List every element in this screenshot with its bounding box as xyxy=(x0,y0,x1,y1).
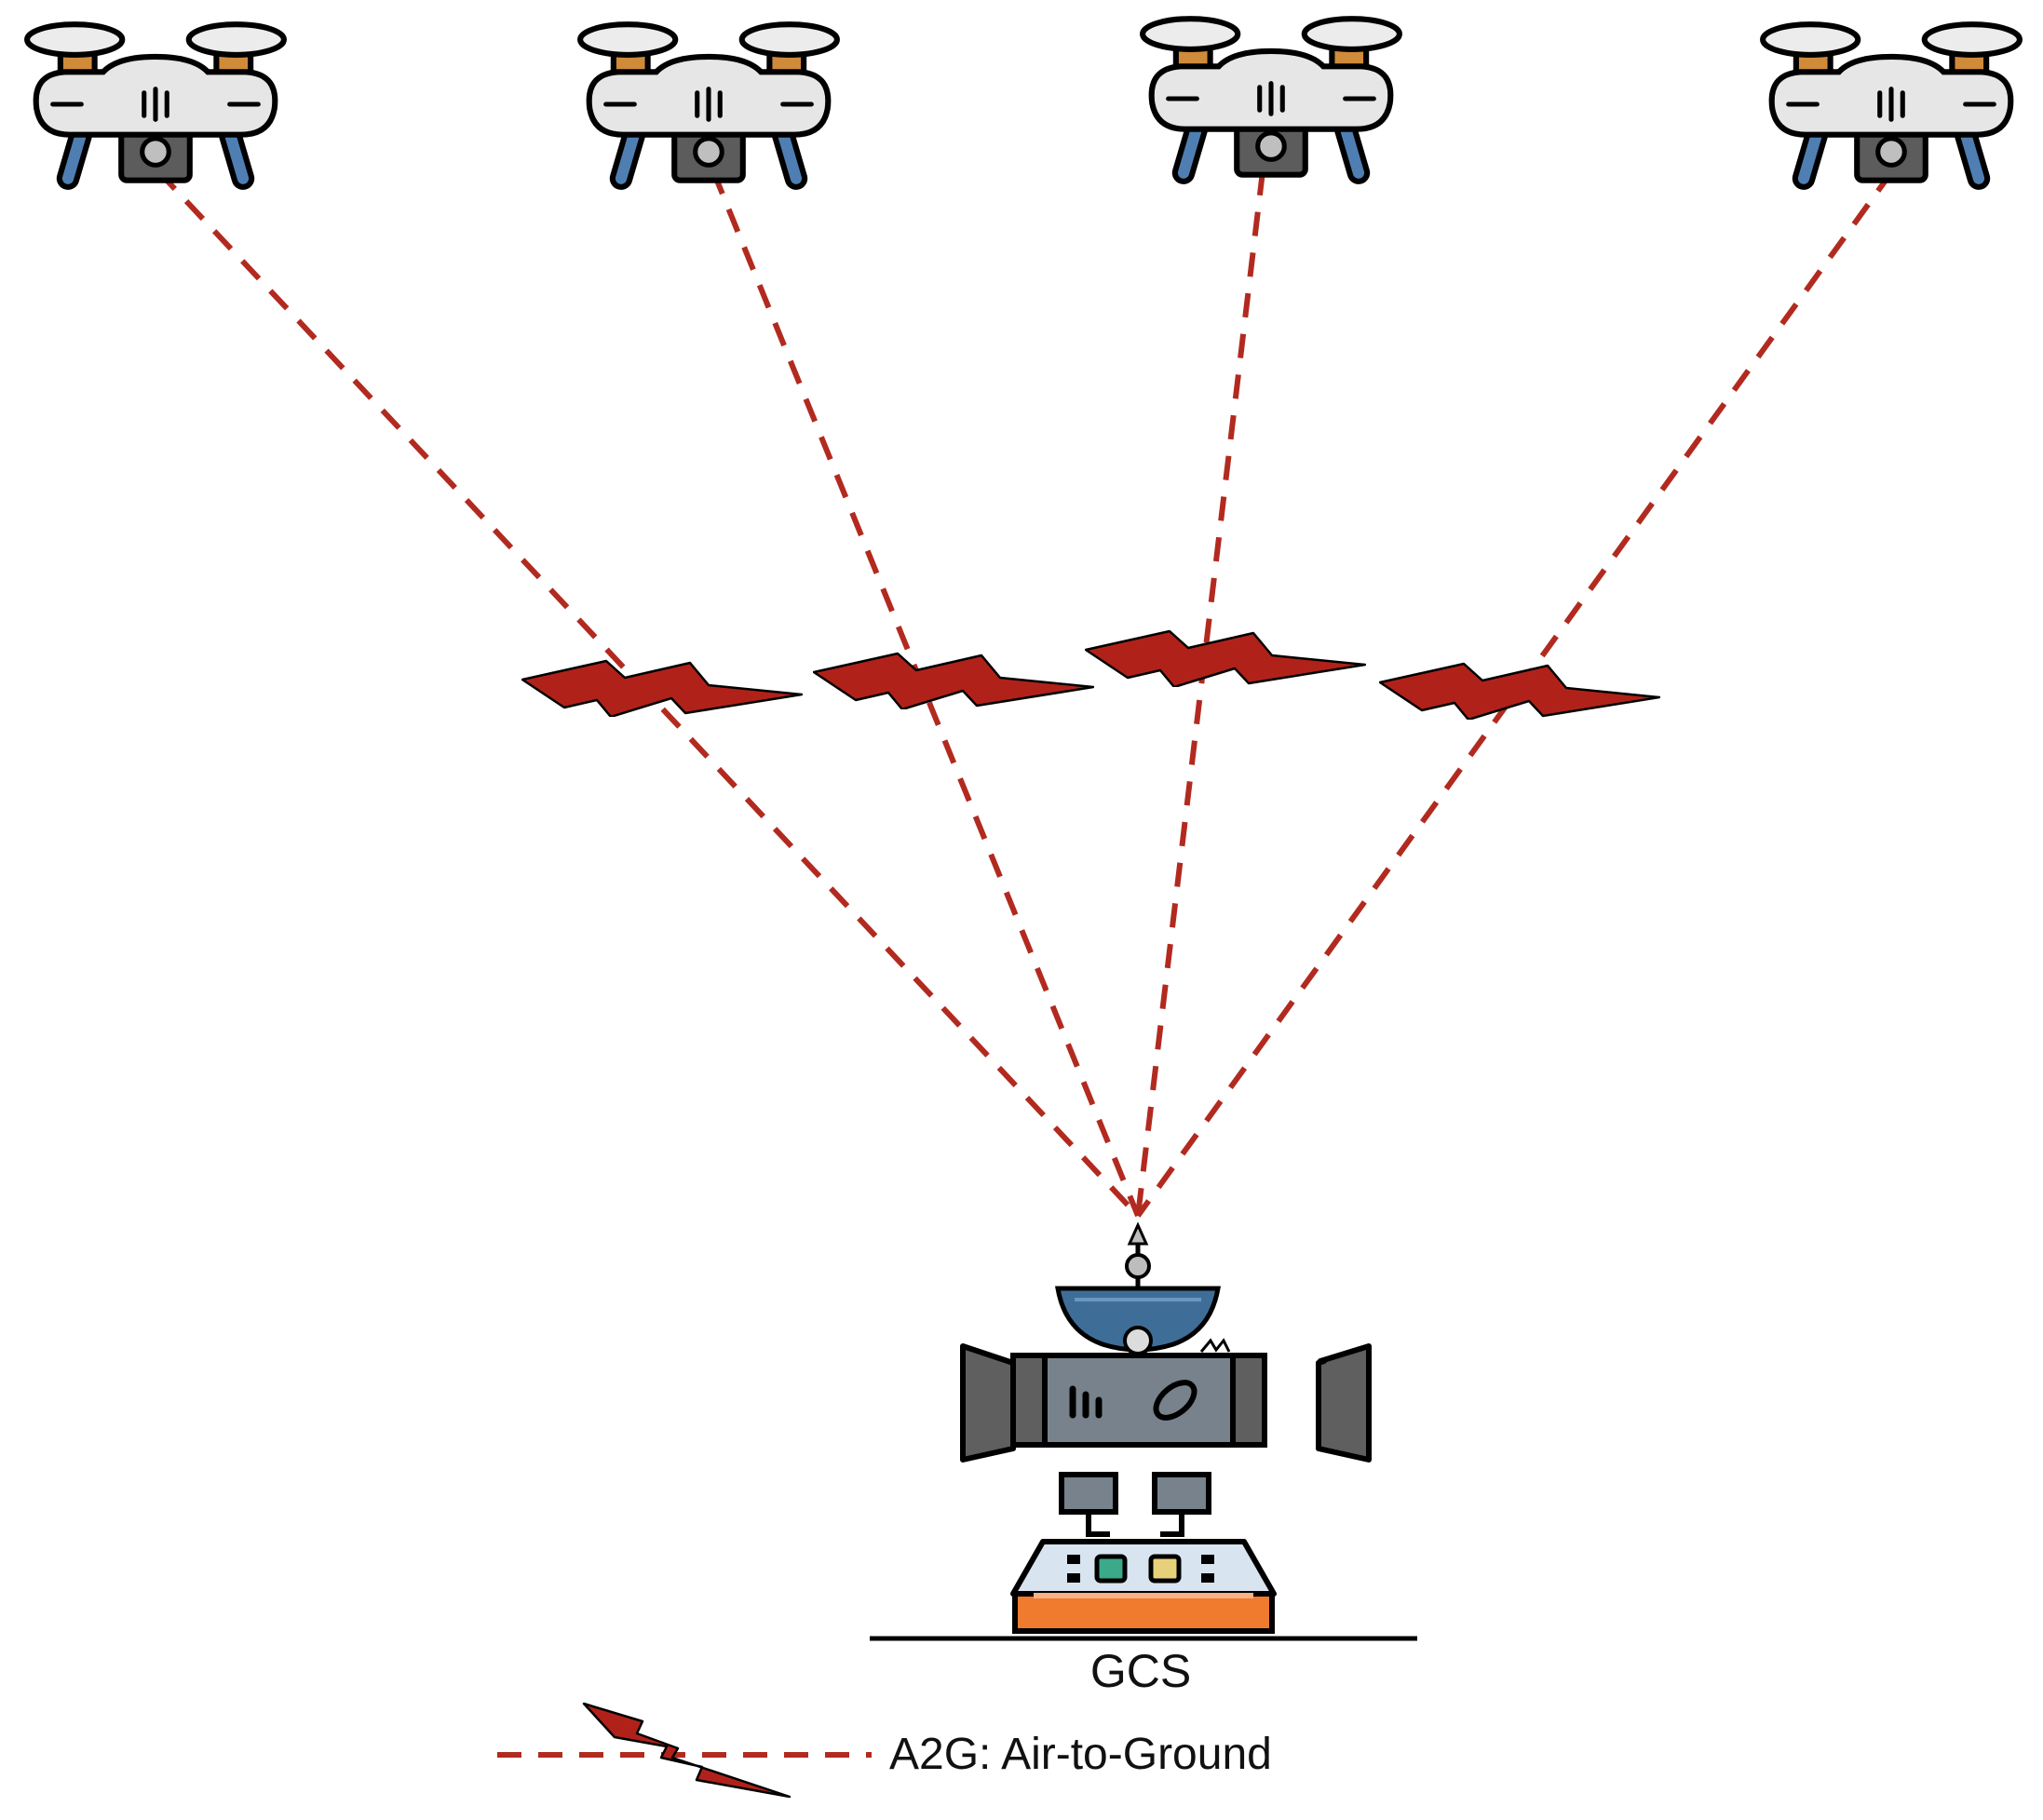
a2g-link-drone-4 xyxy=(1135,169,1895,1218)
lightning-bolt-icon xyxy=(521,659,803,717)
lightning-bolt-icon xyxy=(1379,662,1660,720)
ground-control-station-icon xyxy=(960,1221,1372,1634)
a2g-link-drone-2 xyxy=(710,169,1141,1218)
lightning-bolt-icon xyxy=(813,652,1094,709)
gcs-label: GCS xyxy=(1090,1645,1191,1697)
drone-icon xyxy=(1143,19,1400,175)
a2g-link-drone-3 xyxy=(1135,170,1265,1217)
legend: A2G: Air-to-Ground xyxy=(497,1702,1272,1799)
drones xyxy=(27,19,2020,181)
lightning-bolt-icon xyxy=(582,1702,791,1799)
link-bolts xyxy=(521,629,1660,720)
legend-label: A2G: Air-to-Ground xyxy=(889,1730,1272,1779)
lightning-bolt-icon xyxy=(1085,629,1366,687)
drone-icon xyxy=(27,24,284,181)
drone-icon xyxy=(1763,24,2020,181)
drone-icon xyxy=(580,24,837,181)
